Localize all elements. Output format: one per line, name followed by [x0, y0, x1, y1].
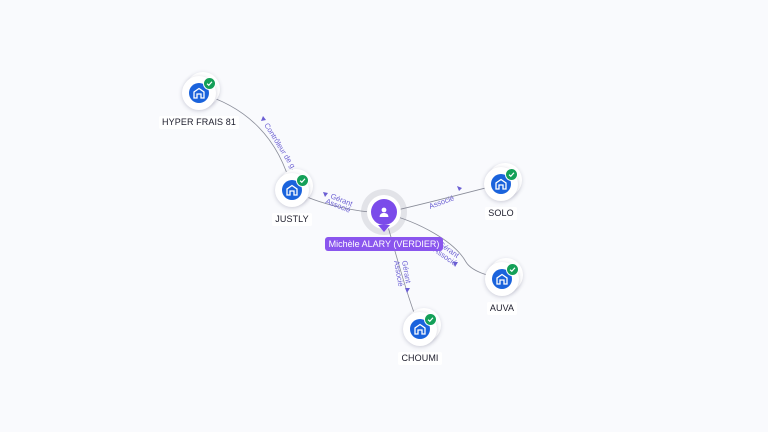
company-name: HYPER FRAIS 81 [159, 116, 239, 129]
check-badge-icon [505, 168, 518, 181]
arrow-person-auva [453, 262, 458, 267]
arrow-justly-hyperfrais [261, 116, 266, 121]
relation-label-choumi-associe: Associé [392, 260, 405, 287]
company-name: CHOUMI [398, 352, 442, 365]
check-badge-icon [506, 263, 519, 276]
relation-label-choumi-gerant: Gérant [400, 260, 413, 285]
company-name: JUSTLY [272, 213, 312, 226]
company-name: AUVA [486, 302, 518, 315]
check-badge-icon [296, 174, 309, 187]
person-name: Michèle ALARY (VERDIER) [324, 237, 444, 251]
relation-label-controleur: Contrôleur de g... [262, 121, 300, 175]
company-name: SOLO [485, 207, 517, 220]
check-badge-icon [203, 77, 216, 90]
arrow-person-justly [323, 192, 328, 197]
check-badge-icon [424, 313, 437, 326]
arrow-person-choumi [405, 288, 410, 293]
arrow-person-solo [457, 186, 462, 191]
person-icon [371, 199, 397, 225]
